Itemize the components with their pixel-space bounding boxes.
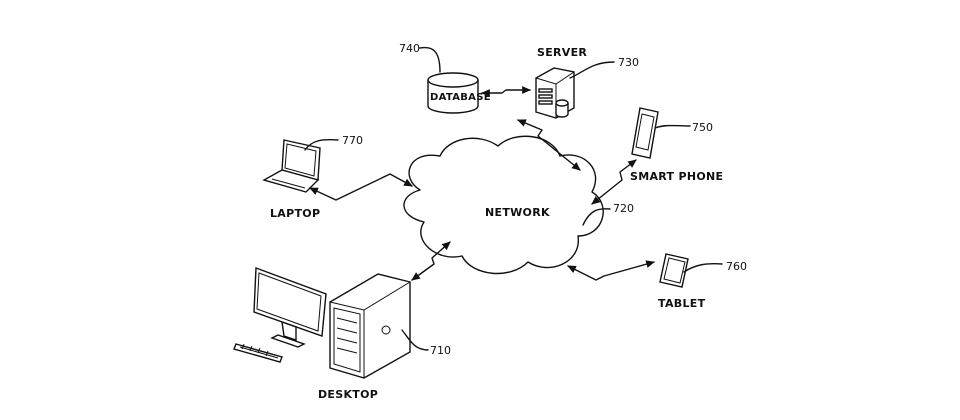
network-cloud <box>403 135 604 275</box>
desktop-network-link <box>411 241 451 281</box>
server-icon <box>535 67 575 119</box>
database-ref: 740 <box>399 42 420 55</box>
desktop-ref: 710 <box>430 344 451 357</box>
database-leader <box>419 46 441 73</box>
smart-phone-ref: 750 <box>692 121 713 134</box>
tablet-leader <box>683 263 723 273</box>
network-leader <box>582 208 611 226</box>
tablet-network-link <box>567 260 655 281</box>
desktop-monitor-icon <box>253 267 327 348</box>
desktop-tower-icon <box>329 273 411 379</box>
smart-phone-label: SMART PHONE <box>630 170 723 183</box>
tablet-icon <box>659 253 689 288</box>
network-ref: 720 <box>613 202 634 215</box>
smart-phone-leader <box>654 124 691 129</box>
laptop-ref: 770 <box>342 134 363 147</box>
server-leader <box>569 61 615 79</box>
laptop-leader <box>304 139 339 151</box>
desktop-leader <box>401 329 429 351</box>
keyboard-icon <box>233 343 283 363</box>
server-ref: 730 <box>618 56 639 69</box>
desktop-label: DESKTOP <box>318 388 378 401</box>
laptop-network-link <box>309 173 413 201</box>
server-label: SERVER <box>537 46 587 59</box>
laptop-icon <box>262 139 321 193</box>
network-label: NETWORK <box>485 206 550 219</box>
server-network-link <box>517 119 581 171</box>
smart-phone-network-link <box>591 159 637 205</box>
tablet-label: TABLET <box>658 297 706 310</box>
database-server-link <box>481 86 531 97</box>
smart-phone-icon <box>631 107 659 159</box>
database-icon <box>427 72 479 114</box>
tablet-ref: 760 <box>726 260 747 273</box>
laptop-label: LAPTOP <box>270 207 320 220</box>
database-label: DATABASE <box>430 92 491 103</box>
